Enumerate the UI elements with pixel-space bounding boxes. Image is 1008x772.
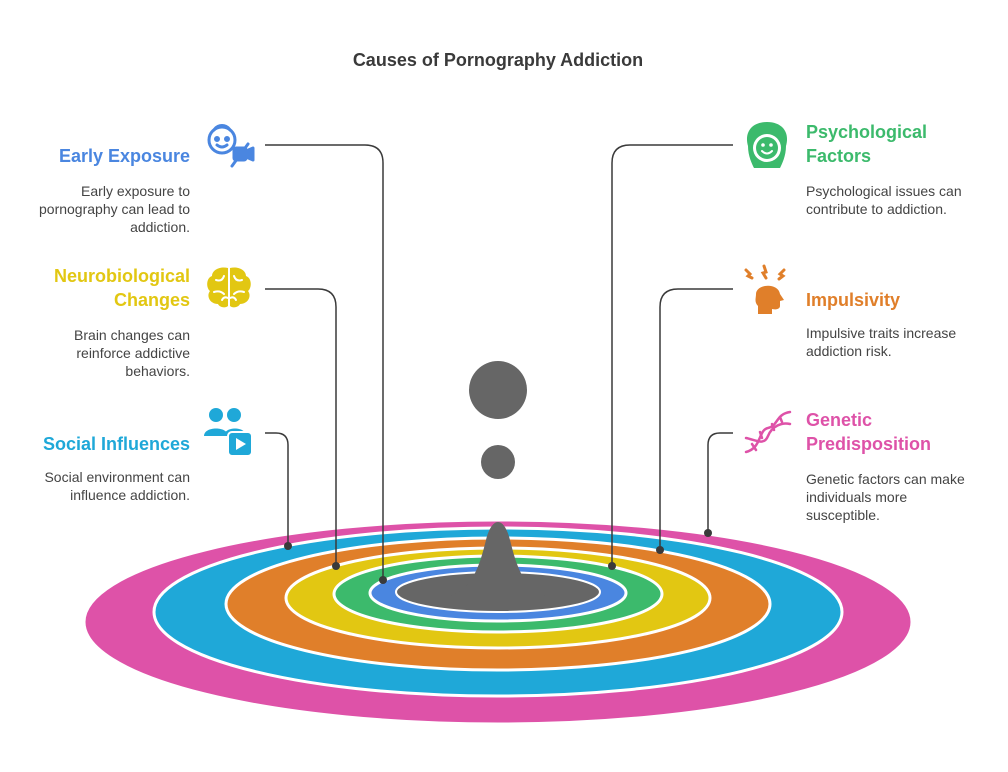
early-exposure-desc: Early exposure to pornography can lead t… [39, 183, 190, 235]
connector-dot-impulsivity [656, 546, 664, 554]
social-title: Social Influences [42, 434, 190, 454]
brain-icon [204, 264, 254, 310]
connector-dot-social [284, 542, 292, 550]
psychological-title: Psychological Factors [806, 122, 928, 166]
dna-icon [742, 408, 794, 458]
psychological-desc: Psychological issues can contribute to a… [806, 183, 962, 217]
connector-psychological [611, 144, 733, 566]
connector-dot-genetic [704, 529, 712, 537]
child-camera-icon [202, 122, 256, 168]
neurobiological-title: Neurobiological Changes [53, 266, 190, 310]
page-title: Causes of Pornography Addiction [352, 50, 644, 70]
connector-impulsivity [659, 288, 733, 550]
impulsivity-desc: Impulsive traits increase addiction risk… [806, 325, 957, 359]
social-desc: Social environment can influence addicti… [44, 469, 190, 503]
impulsivity-title: Impulsivity [806, 290, 901, 310]
people-video-icon [204, 406, 254, 458]
connector-dot-neurobiological [332, 562, 340, 570]
face-icon [742, 120, 792, 170]
genetic-title: Genetic Predisposition [806, 410, 932, 454]
connector-early-exposure [265, 144, 384, 580]
connector-dot-psychological [608, 562, 616, 570]
genetic-desc: Genetic factors can make individuals mor… [806, 471, 965, 523]
splash-peak [430, 522, 566, 600]
neurobiological-desc: Brain changes can reinforce addictive be… [74, 327, 190, 379]
connector-dot-early-exposure [379, 576, 387, 584]
connector-neurobiological [265, 288, 337, 566]
head-burst-icon [742, 264, 794, 314]
droplet-large [469, 361, 527, 419]
connector-genetic [707, 432, 733, 533]
droplet-small [481, 445, 515, 479]
early-exposure-title: Early Exposure [58, 146, 190, 166]
connector-social [265, 432, 289, 546]
